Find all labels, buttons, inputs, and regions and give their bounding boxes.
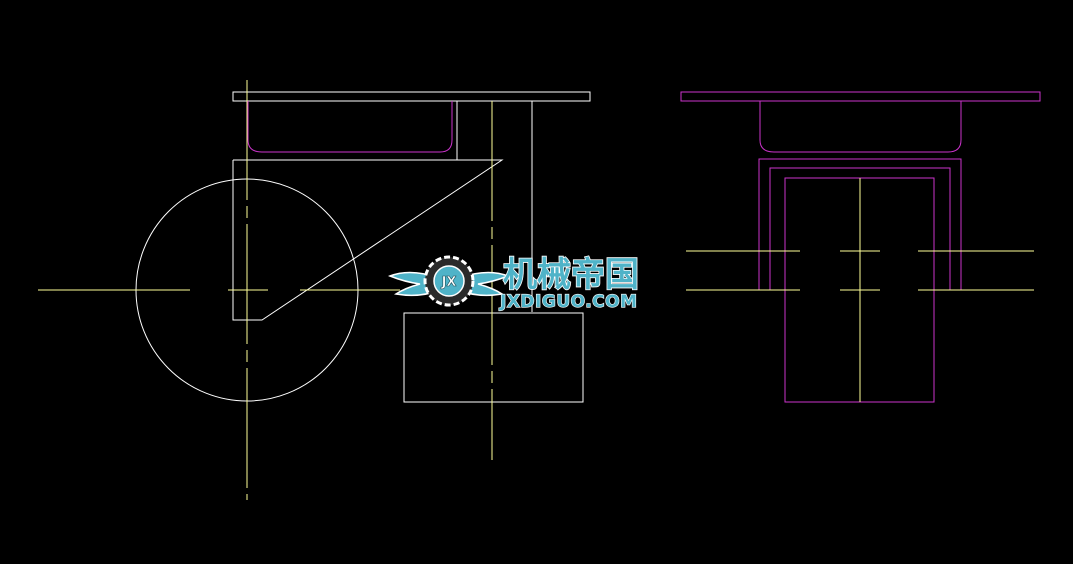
watermark-badge — [433, 265, 465, 297]
watermark-title: 机械帝国 — [503, 255, 639, 295]
watermark-badge-text: JX — [441, 275, 457, 290]
watermark: JX 机械帝国 JXDIGUO.COM — [387, 254, 640, 313]
watermark-url: JXDIGUO.COM — [499, 292, 638, 312]
side-view-lower-block — [403, 312, 584, 403]
front-view-top-plate — [680, 91, 1041, 102]
side-view-swivel-housing — [247, 101, 453, 153]
front-view — [680, 91, 1041, 403]
front-view-fork-outer — [758, 158, 962, 290]
side-view-bracket — [232, 159, 504, 321]
front-view-fork-inner — [769, 167, 951, 290]
side-view-top-plate — [232, 91, 591, 102]
front-view-swivel-housing — [759, 101, 962, 153]
